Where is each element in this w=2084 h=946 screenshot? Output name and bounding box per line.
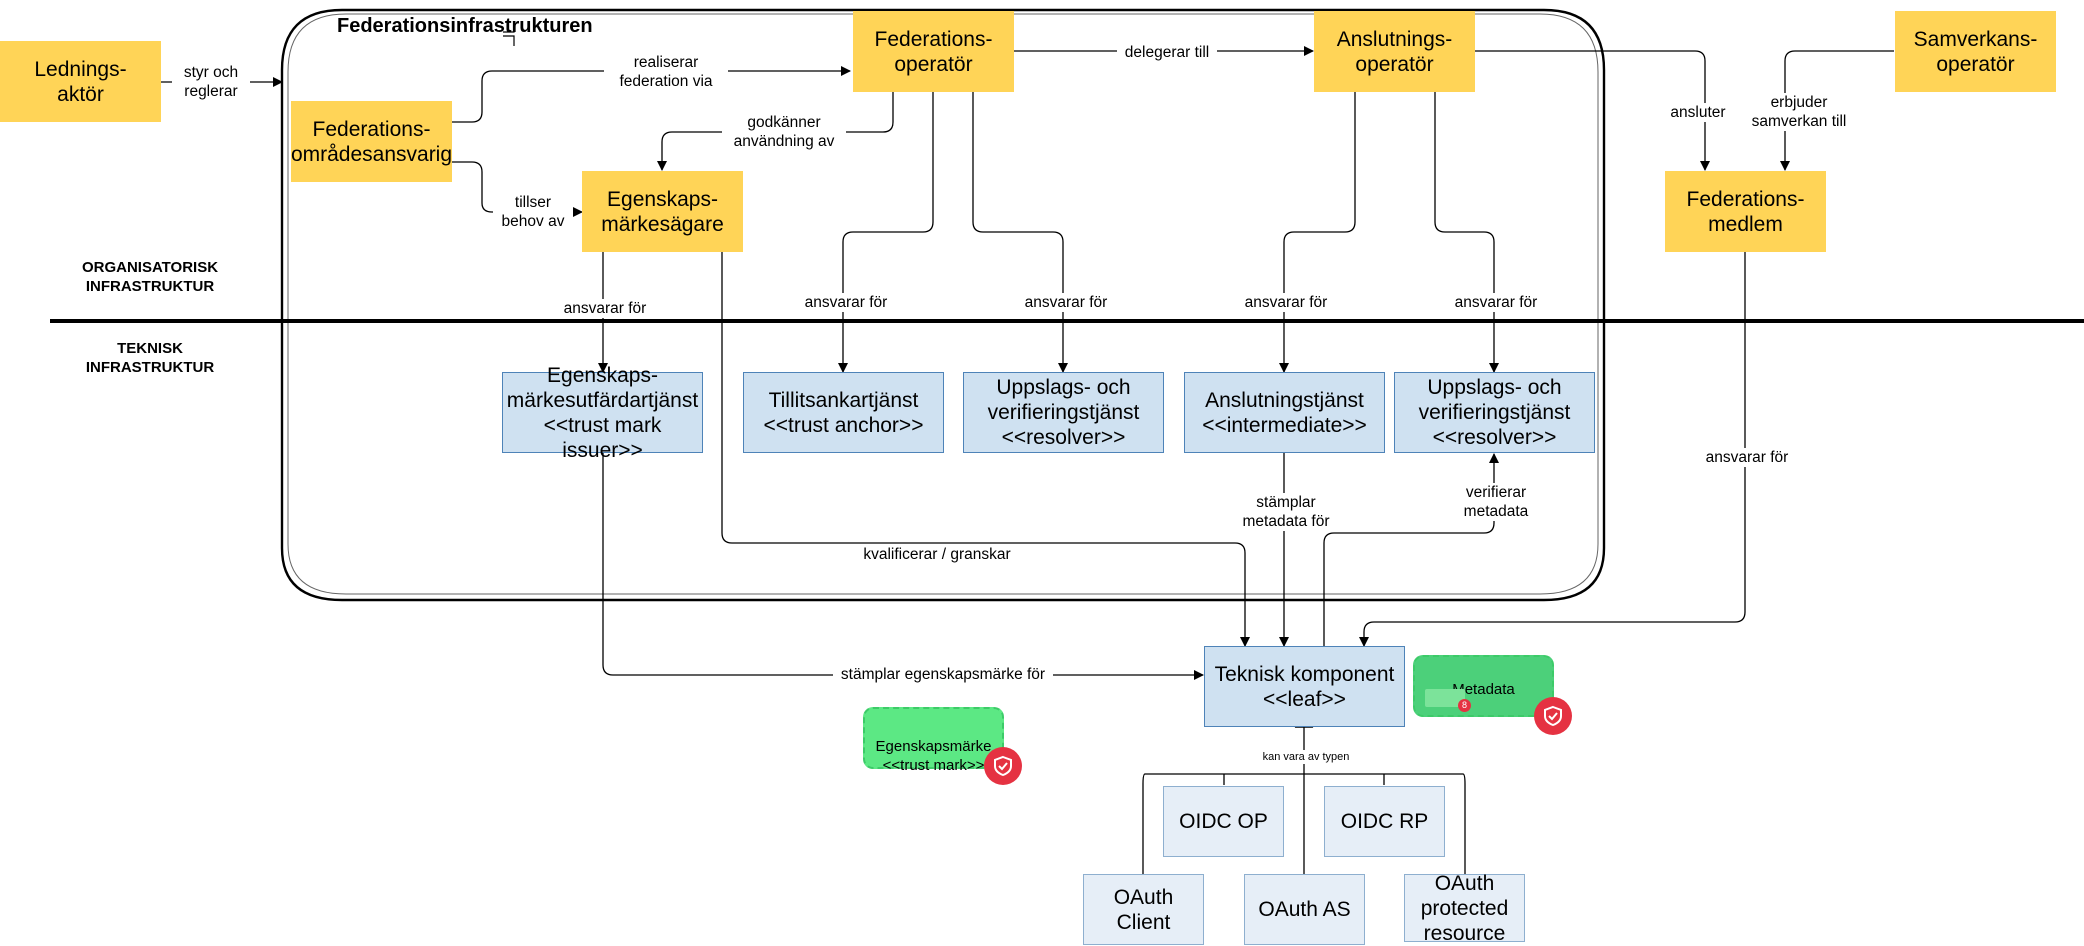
node-oidc-op[interactable]: OIDC OP: [1163, 786, 1284, 857]
node-resolver-1[interactable]: Uppslags- och verifieringstjänst <<resol…: [963, 372, 1164, 453]
badge-trust-mark-label: Egenskapsmärke <<trust mark>>: [875, 738, 992, 774]
label-ansvarar-federationsmedlem: ansvarar för: [1695, 448, 1799, 467]
node-trust-mark-issuer[interactable]: Egenskaps- märkesutfärdartjänst <<trust …: [502, 364, 703, 462]
label-stamplar-egenskapsmarke: stämplar egenskapsmärke för: [833, 665, 1053, 684]
label-delegerar: delegerar till: [1117, 43, 1217, 62]
trust-mark-seal-icon: [984, 747, 1022, 785]
label-ansvarar-resolver-1: ansvarar för: [1014, 293, 1118, 312]
label-ansvarar-resolver-2: ansvarar för: [1444, 293, 1548, 312]
label-tillser: tillser behov av: [493, 193, 573, 231]
badge-metadata: Metadata 8: [1413, 655, 1554, 717]
label-verifierar-metadata: verifierar metadata: [1449, 483, 1543, 521]
badge-metadata-label: Metadata: [1452, 681, 1515, 698]
node-ledningsaktor[interactable]: Lednings- aktör: [0, 41, 161, 122]
node-oidc-rp[interactable]: OIDC RP: [1324, 786, 1445, 857]
federation-boundary: [280, 8, 1606, 602]
label-kan-vara-av-typen: kan vara av typen: [1256, 750, 1356, 764]
label-stamplar-metadata: stämplar metadata för: [1229, 493, 1343, 531]
label-ansluter: ansluter: [1664, 103, 1732, 122]
node-oauth-protected-resource[interactable]: OAuth protected resource: [1404, 872, 1525, 945]
label-ansvarar-trust-anchor: ansvarar för: [794, 293, 898, 312]
label-godkanner: godkänner användning av: [722, 113, 846, 151]
node-federationsomradesansvarig[interactable]: Federations- områdesansvarig: [291, 101, 452, 182]
label-erbjuder: erbjuder samverkan till: [1741, 93, 1857, 131]
node-intermediate[interactable]: Anslutningstjänst <<intermediate>>: [1184, 372, 1385, 453]
metadata-seal-icon: [1534, 697, 1572, 735]
section-organizational-label: ORGANISATORISK INFRASTRUKTUR: [81, 259, 219, 295]
label-realiserar: realiserar federation via: [604, 53, 728, 91]
node-trust-anchor[interactable]: Tillitsankartjänst <<trust anchor>>: [743, 372, 944, 453]
diagram-title: Federationsinfrastrukturen: [337, 15, 593, 37]
label-ansvarar-trust-mark-issuer: ansvarar för: [553, 299, 657, 318]
node-egenskapsmarkesagare[interactable]: Egenskaps- märkesägare: [582, 171, 743, 252]
node-federationsoperator[interactable]: Federations- operatör: [853, 11, 1014, 92]
node-oauth-as[interactable]: OAuth AS: [1244, 874, 1365, 945]
node-resolver-2[interactable]: Uppslags- och verifieringstjänst <<resol…: [1394, 372, 1595, 453]
badge-trust-mark: Egenskapsmärke <<trust mark>>: [863, 707, 1004, 774]
metadata-mini-card: [1425, 689, 1465, 707]
section-technical-label: TEKNISK INFRASTRUKTUR: [85, 340, 215, 376]
node-leaf[interactable]: Teknisk komponent <<leaf>>: [1204, 646, 1405, 727]
label-ansvarar-intermediate: ansvarar för: [1234, 293, 1338, 312]
node-oauth-client[interactable]: OAuth Client: [1083, 874, 1204, 945]
metadata-mini-count: 8: [1458, 699, 1471, 712]
label-kvalificerar: kvalificerar / granskar: [853, 545, 1021, 564]
node-samverkansoperator[interactable]: Samverkans- operatör: [1895, 11, 2056, 92]
node-federationsmedlem[interactable]: Federations- medlem: [1665, 171, 1826, 252]
label-styr-och-reglerar: styr och reglerar: [172, 63, 250, 101]
node-anslutningsoperator[interactable]: Anslutnings- operatör: [1314, 11, 1475, 92]
